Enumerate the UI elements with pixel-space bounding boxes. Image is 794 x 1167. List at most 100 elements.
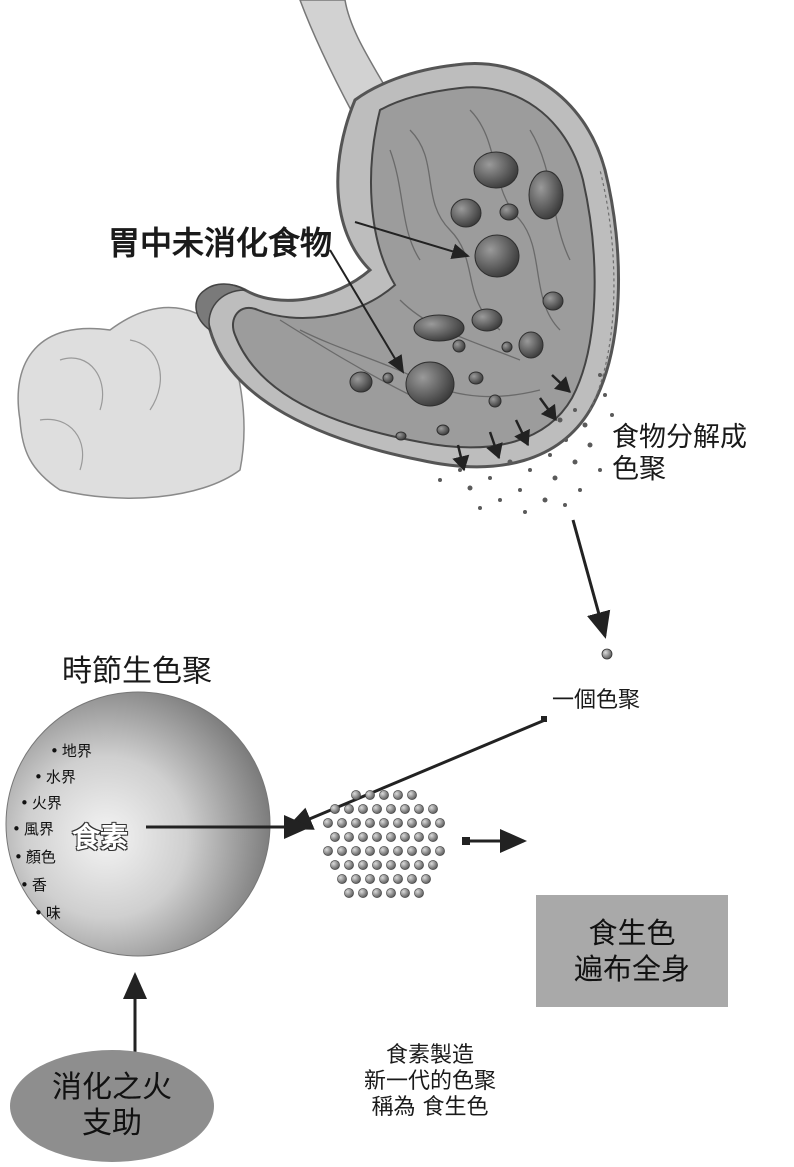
digestive-fire-line-1: 消化之火 bbox=[52, 1070, 172, 1106]
kalapa-dot bbox=[337, 846, 346, 855]
kalapa-dot bbox=[344, 888, 353, 897]
food-lump bbox=[451, 199, 481, 227]
food-lump bbox=[475, 235, 519, 277]
kalapa-dot bbox=[358, 860, 367, 869]
kalapa-dot bbox=[393, 790, 402, 799]
arrow-to-single-kalapa bbox=[573, 520, 605, 636]
food-breakdown-line-2: 色聚 bbox=[612, 454, 747, 486]
kalapa-dot bbox=[407, 874, 416, 883]
food-lump bbox=[489, 395, 501, 407]
kalapa-dot bbox=[330, 804, 339, 813]
kalapa-dot bbox=[386, 804, 395, 813]
kalapa-dot bbox=[358, 804, 367, 813]
component-water: 水界 bbox=[34, 766, 76, 787]
kalapa-dot bbox=[393, 818, 402, 827]
kalapa-dot bbox=[393, 874, 402, 883]
food-lump bbox=[383, 373, 393, 383]
kalapa-dot bbox=[407, 846, 416, 855]
kalapa-dot bbox=[330, 860, 339, 869]
food-lump bbox=[500, 204, 518, 220]
food-lump bbox=[472, 309, 502, 331]
kalapa-dot bbox=[435, 846, 444, 855]
food-lump bbox=[453, 340, 465, 352]
nutriment-produced-matter-box: 食生色 遍布全身 bbox=[536, 895, 728, 1007]
food-lump bbox=[519, 332, 543, 358]
kalapa-dot bbox=[421, 846, 430, 855]
kalapa-dot bbox=[330, 832, 339, 841]
digestive-fire-ellipse: 消化之火 支助 bbox=[10, 1050, 214, 1162]
kalapa-dot bbox=[393, 846, 402, 855]
food-lump bbox=[529, 171, 563, 219]
kalapa-dot bbox=[428, 832, 437, 841]
seasonal-kalapa-label: 時節生色聚 bbox=[62, 646, 212, 690]
kalapa-dot bbox=[379, 874, 388, 883]
kalapa-dot bbox=[344, 860, 353, 869]
kalapa-dot bbox=[414, 804, 423, 813]
kalapa-dot bbox=[400, 888, 409, 897]
nutriment-box-line-1: 食生色 bbox=[588, 915, 675, 951]
new-generation-caption: 食素製造 新一代的色聚 稱為 食生色 bbox=[320, 1043, 540, 1121]
new-generation-line-3: 稱為 食生色 bbox=[320, 1095, 540, 1121]
kalapa-dot bbox=[351, 790, 360, 799]
food-lump bbox=[543, 292, 563, 310]
digestive-fire-line-2: 支助 bbox=[82, 1106, 142, 1142]
undigested-food-label: 胃中未消化食物 bbox=[108, 218, 332, 264]
kalapa-dot bbox=[407, 790, 416, 799]
kalapa-dot bbox=[337, 874, 346, 883]
kalapa-dot bbox=[351, 846, 360, 855]
food-lump bbox=[350, 372, 372, 392]
food-lump bbox=[437, 425, 449, 435]
new-generation-line-1: 食素製造 bbox=[320, 1043, 540, 1069]
component-fire: 火界 bbox=[20, 792, 62, 813]
food-element-label: 食素 bbox=[72, 816, 128, 856]
kalapa-dot bbox=[379, 846, 388, 855]
single-kalapa-dot bbox=[602, 649, 612, 659]
kalapa-dot bbox=[386, 860, 395, 869]
kalapa-dot bbox=[372, 832, 381, 841]
kalapa-dot bbox=[323, 846, 332, 855]
kalapa-dot bbox=[365, 818, 374, 827]
component-earth: 地界 bbox=[50, 740, 92, 761]
kalapa-dot bbox=[435, 818, 444, 827]
kalapa-dot bbox=[421, 874, 430, 883]
kalapa-dot bbox=[323, 818, 332, 827]
food-lump bbox=[474, 152, 518, 188]
kalapa-dot bbox=[421, 818, 430, 827]
kalapa-dot bbox=[358, 888, 367, 897]
kalapa-dot bbox=[337, 818, 346, 827]
food-breakdown-line-1: 食物分解成 bbox=[612, 422, 747, 454]
kalapa-dot bbox=[414, 888, 423, 897]
kalapa-dot bbox=[400, 832, 409, 841]
food-lump bbox=[406, 362, 454, 406]
kalapa-dot bbox=[365, 790, 374, 799]
kalapa-dot bbox=[365, 874, 374, 883]
kalapa-dot bbox=[379, 818, 388, 827]
kalapa-dot bbox=[372, 804, 381, 813]
food-lump bbox=[469, 372, 483, 384]
kalapa-dot bbox=[400, 804, 409, 813]
component-wind: 風界 bbox=[12, 818, 54, 839]
kalapa-dot bbox=[386, 832, 395, 841]
kalapa-dot bbox=[414, 832, 423, 841]
kalapa-dot bbox=[379, 790, 388, 799]
kalapa-dot bbox=[344, 804, 353, 813]
food-breakdown-label: 食物分解成 色聚 bbox=[612, 422, 747, 486]
component-odor: 香 bbox=[20, 874, 47, 895]
kalapa-dot bbox=[365, 846, 374, 855]
new-generation-line-2: 新一代的色聚 bbox=[320, 1069, 540, 1095]
kalapa-dot bbox=[386, 888, 395, 897]
nutriment-box-line-2: 遍布全身 bbox=[574, 951, 690, 987]
kalapa-dot bbox=[414, 860, 423, 869]
kalapa-dot bbox=[351, 874, 360, 883]
food-lump bbox=[502, 342, 512, 352]
kalapa-dot bbox=[400, 860, 409, 869]
single-kalapa-label: 一個色聚 bbox=[552, 682, 640, 714]
kalapa-dot bbox=[358, 832, 367, 841]
kalapa-dot bbox=[407, 818, 416, 827]
kalapa-dot bbox=[372, 860, 381, 869]
kalapa-dot bbox=[428, 804, 437, 813]
food-lump bbox=[396, 432, 406, 440]
component-taste: 味 bbox=[34, 902, 61, 923]
food-lump bbox=[414, 315, 464, 341]
kalapa-dot bbox=[344, 832, 353, 841]
